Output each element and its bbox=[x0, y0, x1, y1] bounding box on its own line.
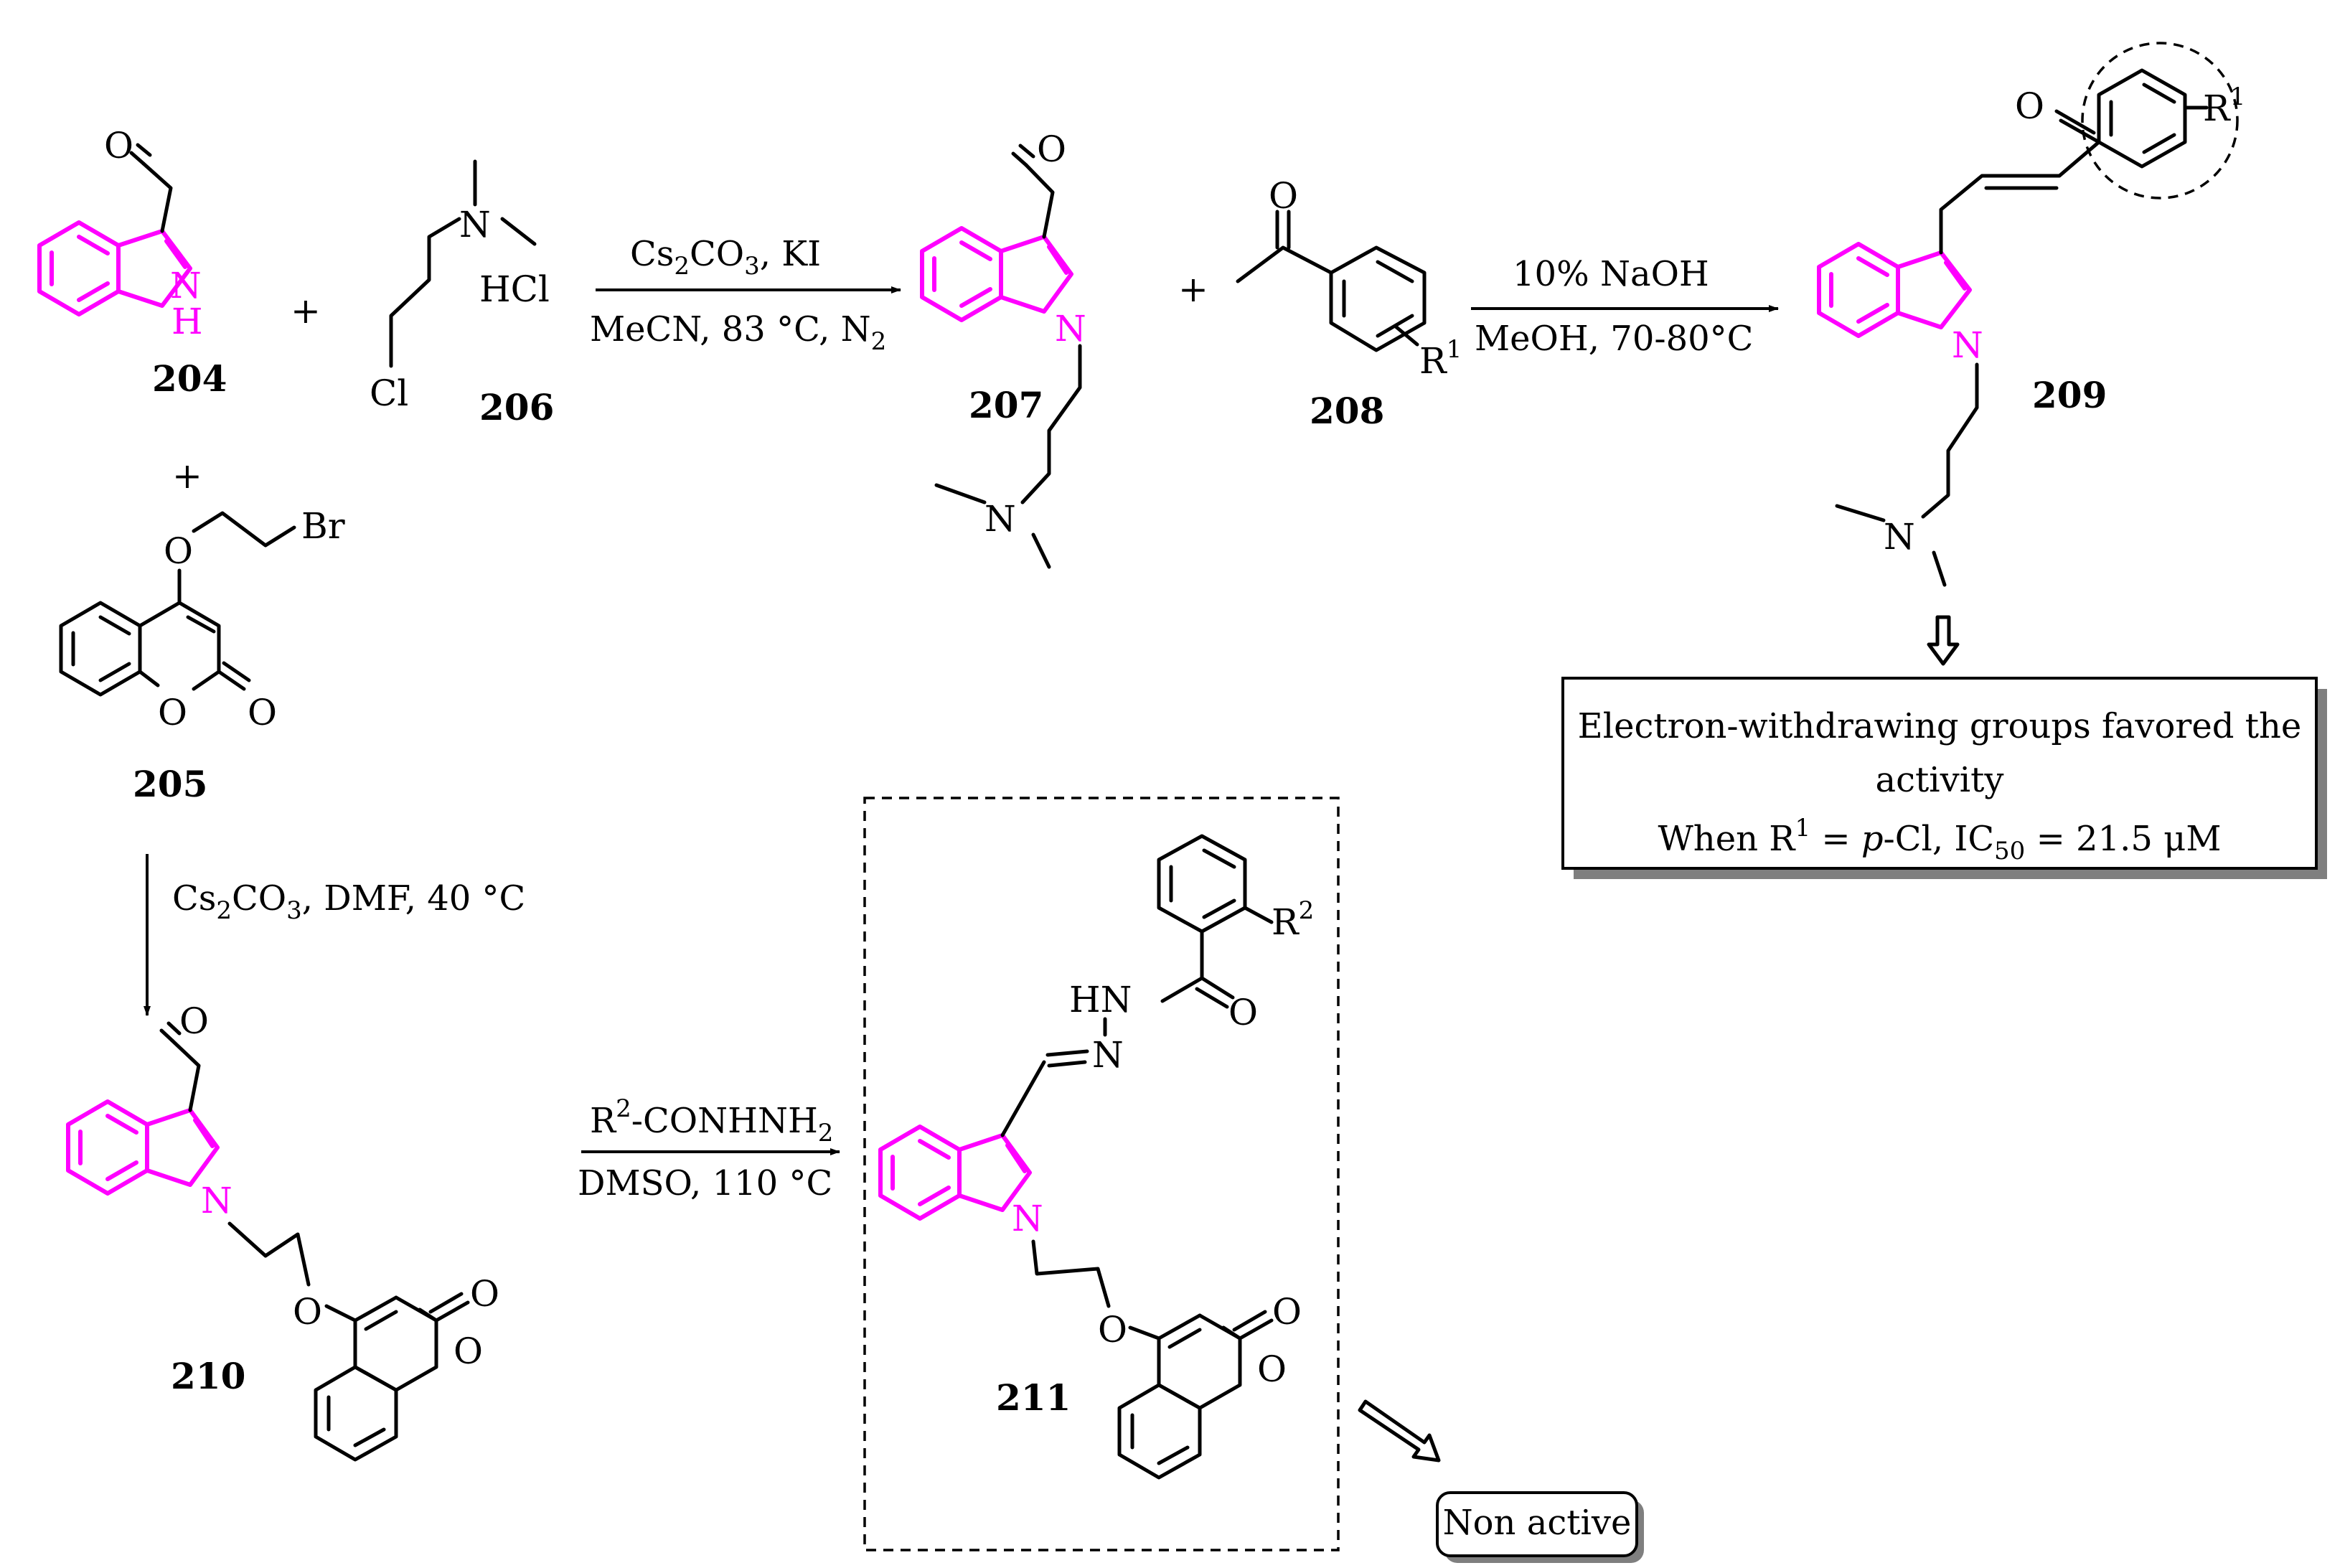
non-active-badge: Non active bbox=[1436, 1491, 1644, 1563]
atom-Cl: Cl bbox=[370, 372, 408, 414]
conditions-step3: Cs2CO3, DMF, 40 °C bbox=[172, 878, 525, 925]
atom-N: N bbox=[1055, 308, 1086, 349]
plus-sign: + bbox=[1178, 268, 1208, 310]
reaction-arrow-3: Cs2CO3, DMF, 40 °C bbox=[144, 854, 525, 1016]
atom-N: N bbox=[1952, 324, 1983, 366]
atom-O: O bbox=[104, 125, 133, 166]
product-211-frame bbox=[863, 797, 1340, 1551]
sar-box: Electron-withdrawing groups favored the … bbox=[1561, 677, 2327, 879]
label-205: 205 bbox=[133, 763, 207, 805]
atom-O: O bbox=[1269, 175, 1298, 217]
reaction-arrow-4: R2-CONHNH2 DMSO, 110 °C bbox=[578, 1094, 840, 1203]
atom-O: O bbox=[1228, 992, 1258, 1033]
non-active-text: Non active bbox=[1443, 1503, 1632, 1543]
label-208: 208 bbox=[1310, 390, 1384, 432]
sar-line2: activity bbox=[1875, 760, 2003, 800]
highlight-circle bbox=[2081, 42, 2239, 199]
hollow-arrow-down bbox=[1927, 615, 1960, 666]
substituent-R1: R1 bbox=[2203, 83, 2245, 129]
compound-208: O R1 208 bbox=[1236, 175, 1462, 432]
plus-sign: + bbox=[291, 290, 321, 332]
reaction-arrow-1: Cs2CO3, KI MeCN, 83 °C, N2 bbox=[590, 234, 901, 356]
atom-O: O bbox=[179, 1000, 209, 1042]
indole-core-209 bbox=[1817, 242, 1972, 338]
atom-O: O bbox=[248, 692, 277, 733]
atom-O: O bbox=[454, 1330, 483, 1372]
atom-O: O bbox=[293, 1291, 322, 1333]
label-210: 210 bbox=[171, 1355, 245, 1397]
substituent-R2: R2 bbox=[1272, 896, 1314, 943]
label-206: 206 bbox=[479, 386, 554, 428]
label-204: 204 bbox=[152, 357, 227, 400]
atom-N: N bbox=[984, 498, 1016, 540]
conditions-step1-line1: Cs2CO3, KI bbox=[630, 234, 821, 281]
label-211: 211 bbox=[996, 1376, 1071, 1419]
atom-N: N bbox=[1012, 1198, 1043, 1239]
atom-O: O bbox=[164, 530, 193, 572]
sar-line3: When R1 = p-Cl, IC50 = 21.5 μM bbox=[1658, 814, 2221, 865]
atom-O: O bbox=[1037, 128, 1066, 170]
sar-line1: Electron-withdrawing groups favored the bbox=[1578, 706, 2302, 746]
substituent-R1: R1 bbox=[1419, 335, 1462, 382]
atom-H: H bbox=[171, 301, 203, 342]
atom-O: O bbox=[470, 1273, 499, 1315]
atom-O: O bbox=[1098, 1309, 1127, 1351]
atom-N: N bbox=[170, 265, 202, 306]
atom-O: O bbox=[2015, 85, 2044, 127]
compound-207: O N N 207 bbox=[920, 128, 1086, 569]
compound-206: N Cl HCl 206 bbox=[370, 159, 554, 428]
conditions-step2-line1: 10% NaOH bbox=[1513, 254, 1709, 294]
conditions-step1-line2: MeCN, 83 °C, N2 bbox=[590, 309, 886, 356]
compound-204: O N H 204 bbox=[37, 125, 227, 400]
indole-core-210 bbox=[66, 1099, 220, 1196]
plus-sign: + bbox=[172, 455, 202, 497]
compound-211: R2 O HN N N O O O 211 bbox=[878, 834, 1314, 1480]
atom-Br: Br bbox=[301, 505, 345, 547]
compound-205: O O O Br 205 bbox=[59, 505, 345, 805]
compound-210: O N O O O 210 bbox=[66, 1000, 499, 1462]
label-209: 209 bbox=[2032, 374, 2107, 416]
label-207: 207 bbox=[969, 384, 1043, 426]
atom-N: N bbox=[459, 204, 491, 245]
reaction-arrow-2: 10% NaOH MeOH, 70-80°C bbox=[1471, 254, 1779, 359]
atom-O: O bbox=[1272, 1291, 1302, 1333]
indole-core-211 bbox=[878, 1125, 1032, 1221]
atom-O: O bbox=[158, 692, 187, 733]
indole-core-204 bbox=[37, 220, 192, 316]
conditions-step4-line1: R2-CONHNH2 bbox=[590, 1094, 833, 1147]
atom-N: N bbox=[201, 1180, 232, 1221]
indole-core-207 bbox=[920, 226, 1073, 322]
conditions-step4-line2: DMSO, 110 °C bbox=[578, 1163, 832, 1203]
compound-209: O R1 N N 209 bbox=[1817, 42, 2245, 587]
hcl-salt: HCl bbox=[479, 268, 550, 310]
atom-N: N bbox=[1092, 1034, 1124, 1076]
conditions-step2-line2: MeOH, 70-80°C bbox=[1475, 319, 1753, 359]
atom-HN: HN bbox=[1069, 979, 1132, 1020]
atom-O: O bbox=[1257, 1348, 1287, 1390]
atom-N: N bbox=[1884, 516, 1915, 558]
hollow-arrow-diagonal bbox=[1358, 1399, 1441, 1463]
